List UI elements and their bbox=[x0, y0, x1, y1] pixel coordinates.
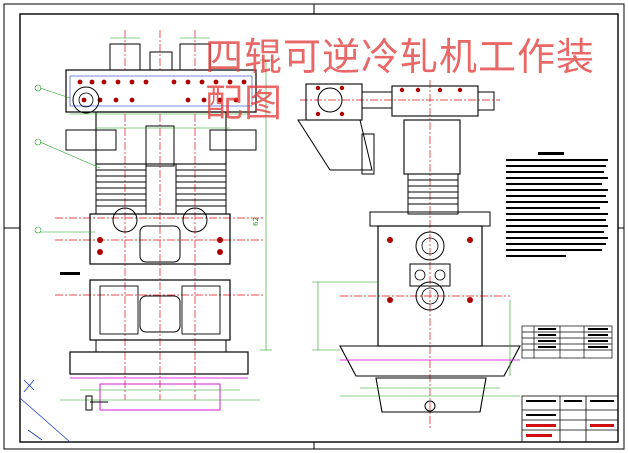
technical-notes bbox=[506, 152, 608, 257]
side-view bbox=[297, 80, 521, 430]
frame-marks bbox=[4, 4, 624, 449]
projection-symbol bbox=[19, 379, 71, 443]
title-block bbox=[521, 395, 619, 443]
front-view bbox=[34, 30, 272, 411]
parts-list-table bbox=[521, 325, 613, 359]
height-dimension-label: 62 bbox=[252, 217, 260, 226]
